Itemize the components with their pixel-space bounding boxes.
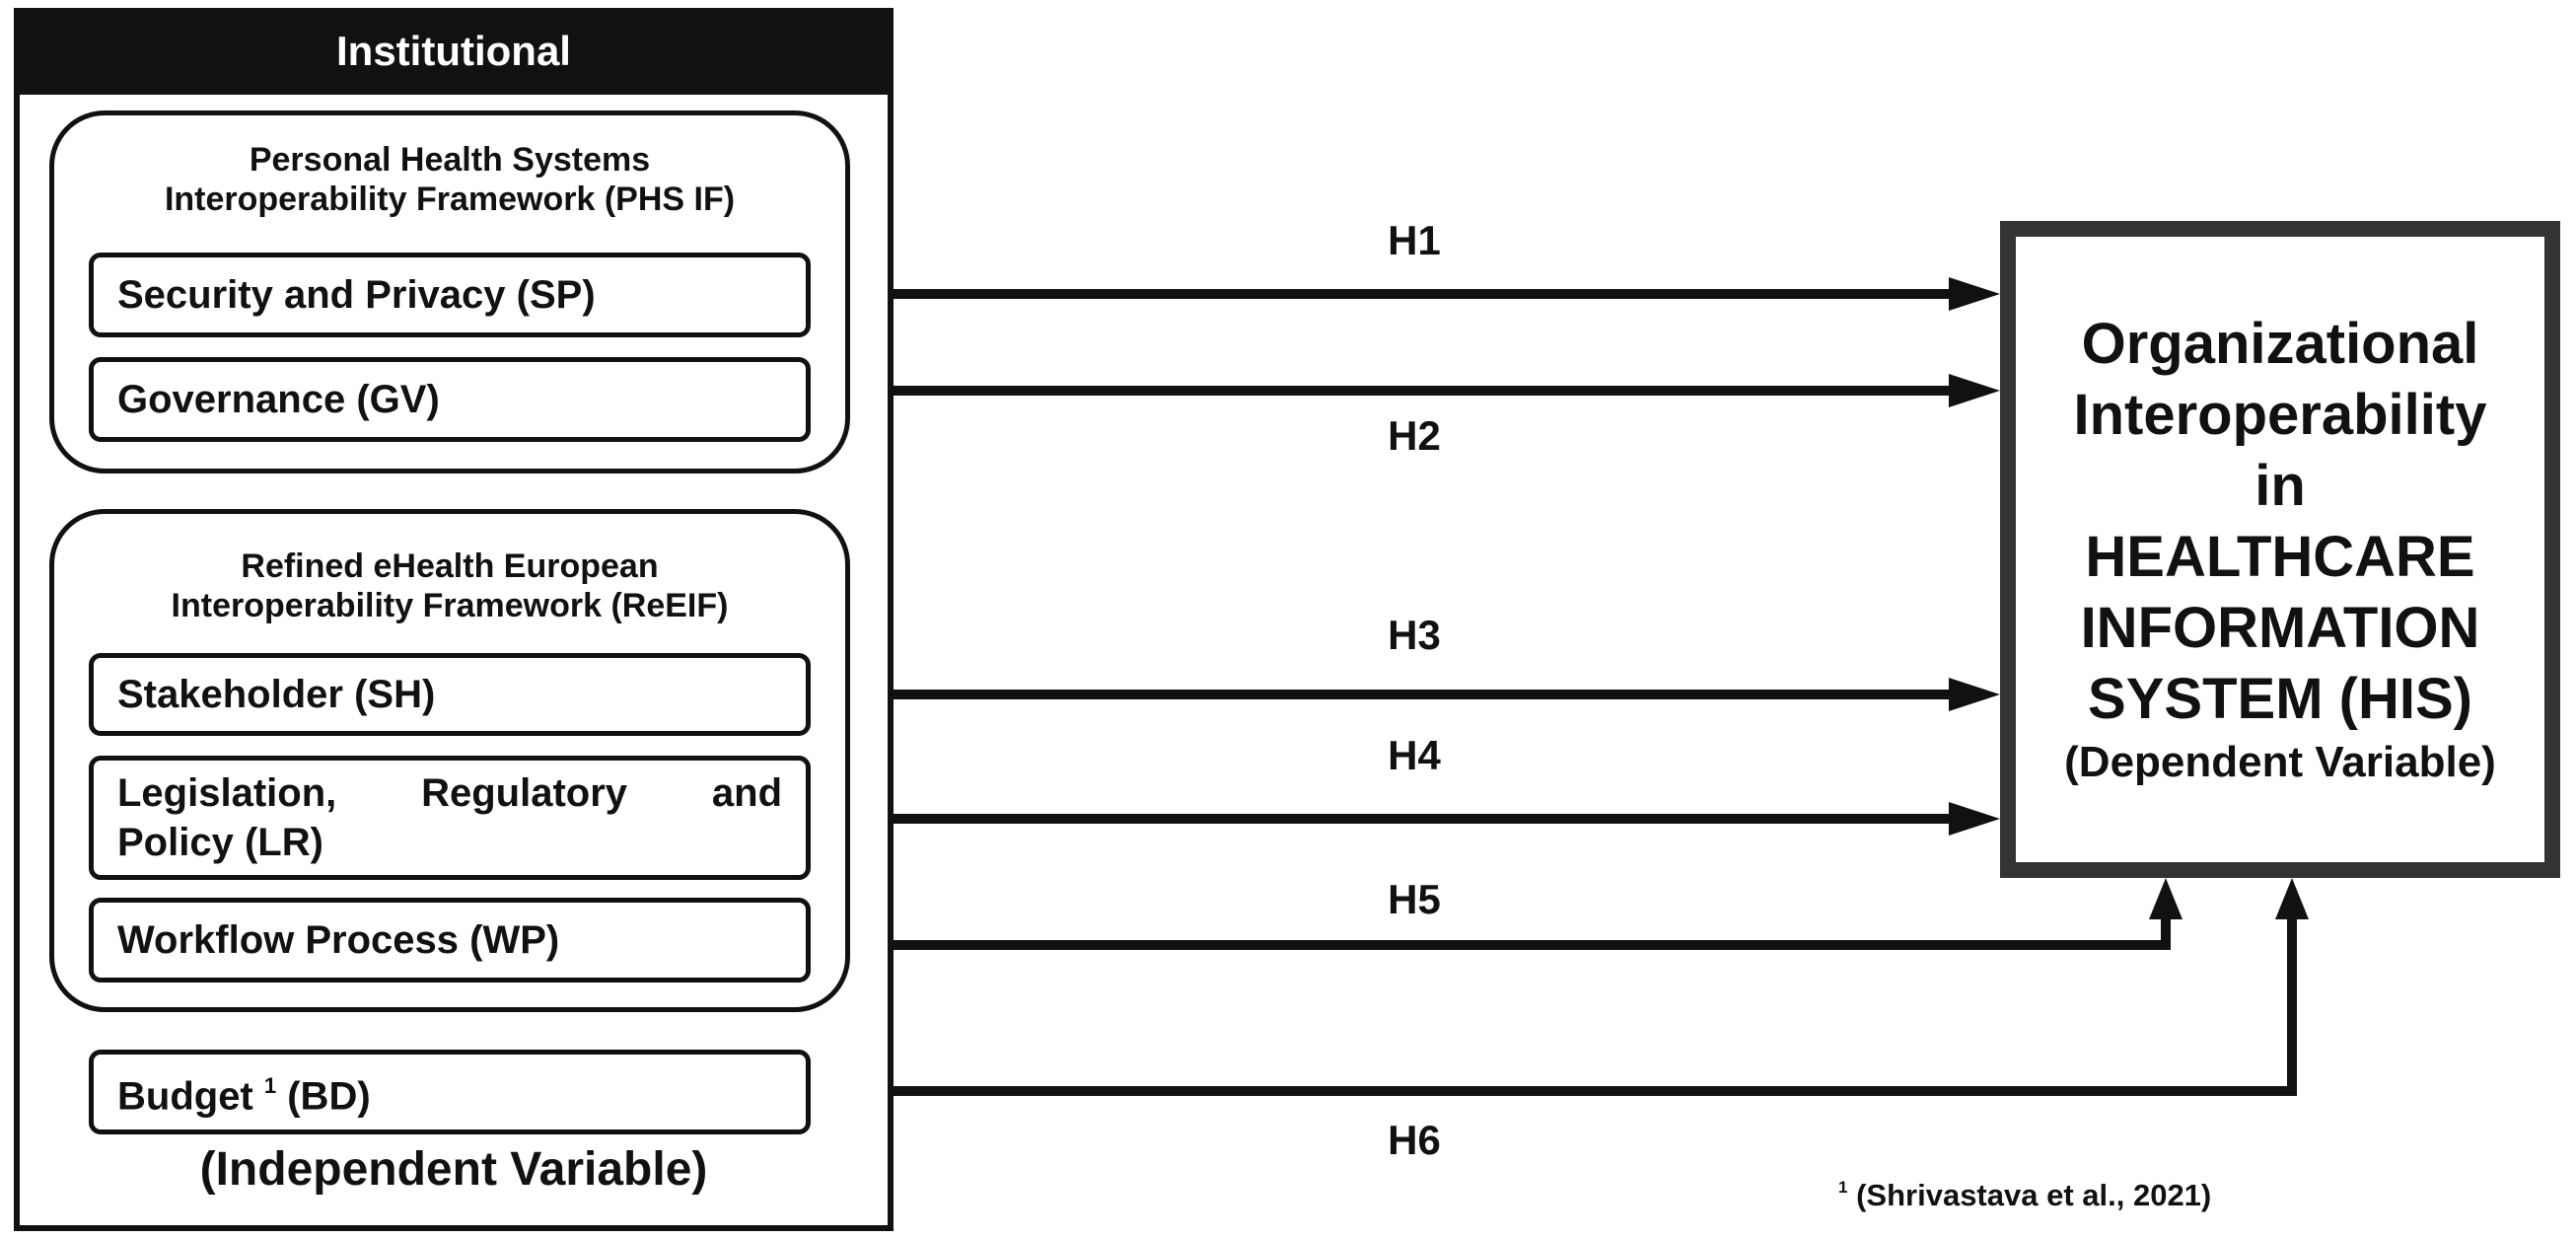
hypothesis-label-h4: H4 <box>1388 732 1441 778</box>
reeif-title-line2: Interoperability Framework (ReEIF) <box>171 587 729 624</box>
phs-if-title-line2: Interoperability Framework (PHS IF) <box>164 181 736 218</box>
arrow-h6-line <box>811 915 2297 1096</box>
workflow-process-label: Workflow Process (WP) <box>117 918 560 962</box>
arrow-h6-head <box>2275 878 2309 919</box>
reeif-title: Refined eHealth European Interoperabilit… <box>49 547 850 625</box>
his-line-5: INFORMATION <box>2080 596 2480 660</box>
governance-box: Governance (GV) <box>89 357 811 442</box>
arrow-h1-head <box>1949 277 2000 311</box>
footnote-text: (Shrivastava et al., 2021) <box>1847 1178 2212 1212</box>
his-line-2: Interoperability <box>2073 383 2487 447</box>
his-line-4: HEALTHCARE <box>2085 525 2475 589</box>
budget-box: Budget 1 (BD) <box>89 1050 811 1134</box>
his-line-1: Organizational <box>2081 312 2479 376</box>
footnote-marker: 1 <box>1838 1177 1848 1197</box>
hypothesis-label-h5: H5 <box>1388 876 1441 922</box>
footnote: 1 (Shrivastava et al., 2021) <box>1838 1178 2211 1213</box>
institutional-header: Institutional <box>14 8 894 95</box>
governance-label: Governance (GV) <box>117 378 440 421</box>
independent-variable-label: (Independent Variable) <box>199 1143 708 1196</box>
security-privacy-label: Security and Privacy (SP) <box>117 273 596 317</box>
arrow-h5-head <box>2149 878 2182 919</box>
arrow-h4-head <box>1949 802 2000 836</box>
arrow-h5-line <box>811 915 2171 950</box>
legislation-label-line2: Policy (LR) <box>117 821 323 864</box>
his-line-3: in <box>2254 454 2306 518</box>
reeif-title-line1: Refined eHealth European <box>241 547 659 585</box>
phs-if-title: Personal Health Systems Interoperability… <box>49 140 850 219</box>
hypothesis-label-h6: H6 <box>1388 1117 1441 1163</box>
dependent-variable-label: (Dependent Variable) <box>2064 738 2496 786</box>
his-line-6: SYSTEM (HIS) <box>2088 667 2472 731</box>
hypothesis-label-h3: H3 <box>1388 612 1441 658</box>
budget-label: Budget 1 (BD) <box>117 1063 371 1121</box>
security-privacy-box: Security and Privacy (SP) <box>89 253 811 337</box>
legislation-box: Legislation, Regulatory and Policy (LR) <box>89 756 811 880</box>
budget-label-post: (BD) <box>276 1074 371 1119</box>
hypothesis-label-h1: H1 <box>1388 217 1441 263</box>
stakeholder-label: Stakeholder (SH) <box>117 673 436 716</box>
phs-if-title-line1: Personal Health Systems <box>249 141 651 179</box>
dependent-variable-box: Organizational Interoperability in HEALT… <box>2000 221 2560 878</box>
arrow-h2-head <box>1949 374 2000 407</box>
stakeholder-box: Stakeholder (SH) <box>89 653 811 736</box>
budget-footnote-marker: 1 <box>263 1072 277 1098</box>
hypothesis-label-h2: H2 <box>1388 412 1441 459</box>
budget-label-pre: Budget <box>117 1074 264 1119</box>
workflow-process-box: Workflow Process (WP) <box>89 898 811 983</box>
arrow-h3-head <box>1949 678 2000 711</box>
legislation-label-line1: Legislation, Regulatory and <box>117 771 782 815</box>
